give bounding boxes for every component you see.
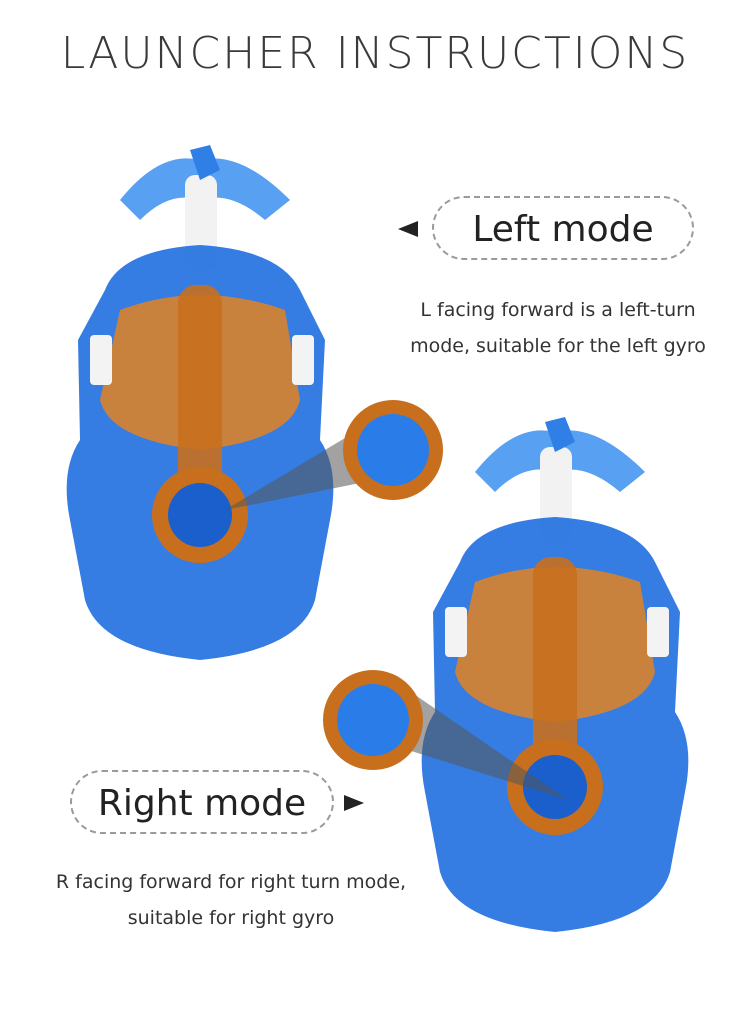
left-mode-label: Left mode [432,196,694,260]
right-dial-zoom [323,670,568,800]
right-mode-description: R facing forward for right turn mode, su… [10,864,452,936]
arrow-left-icon [398,221,418,237]
arrow-right-icon [344,795,364,811]
left-mode-description: L facing forward is a left-turn mode, su… [372,292,744,364]
right-mode-desc-line2: suitable for right gyro [127,907,335,929]
left-dial-zoom [225,400,443,510]
left-mode-desc-line1: L facing forward is a left-turn [420,299,696,321]
right-mode-desc-line1: R facing forward for right turn mode, [55,871,407,893]
page-title: LAUNCHER INSTRUCTIONS [60,28,690,79]
left-mode-desc-line2: mode, suitable for the left gyro [410,335,706,357]
launcher-right-mode-image [421,417,689,932]
right-mode-label: Right mode [70,770,334,834]
launcher-left-mode-image [66,145,334,660]
